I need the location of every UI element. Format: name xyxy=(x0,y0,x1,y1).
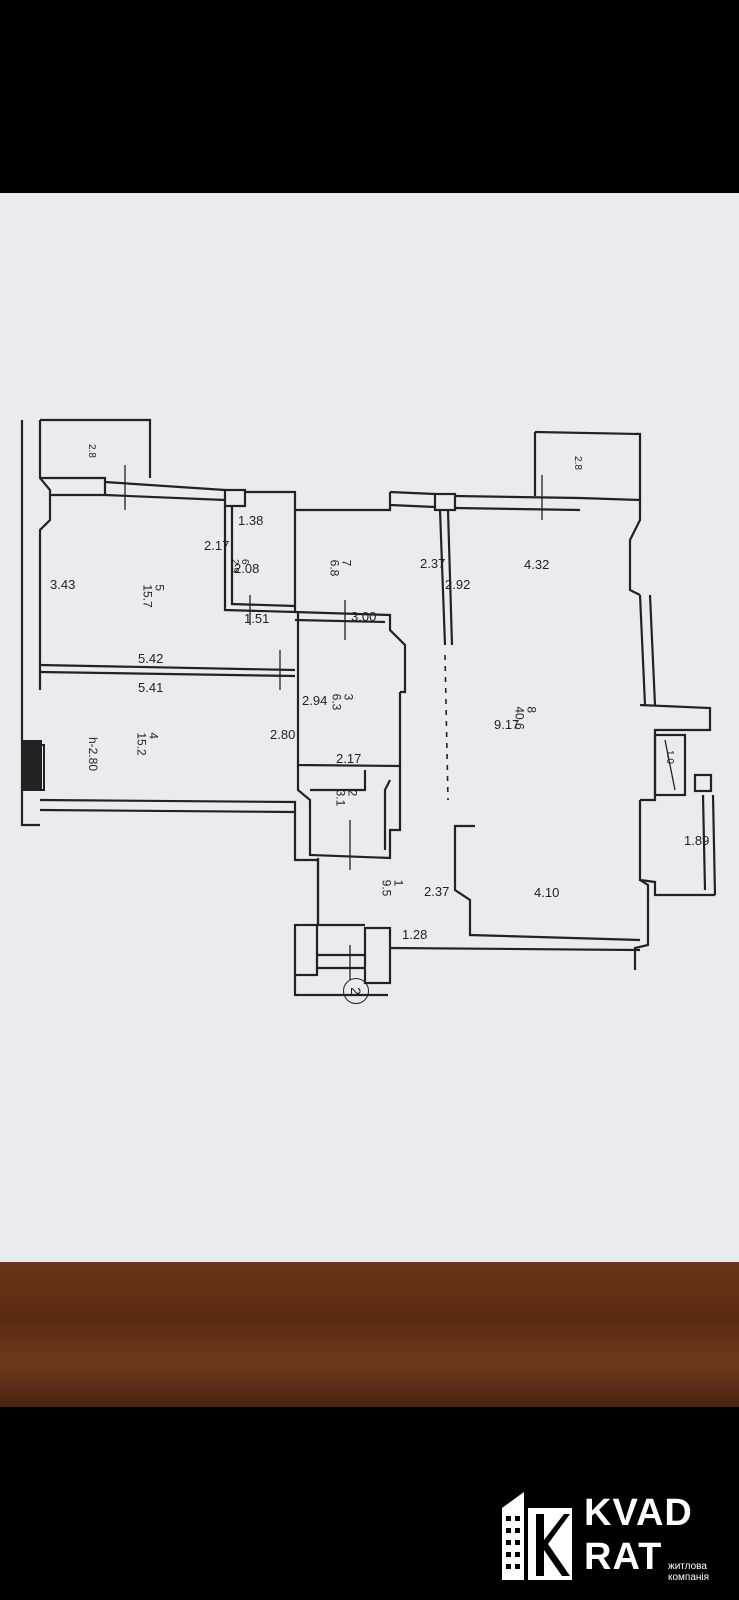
ceiling-height-label: h-2.80 xyxy=(86,736,101,772)
dimension-label: 3.43 xyxy=(50,577,76,592)
balcony-label: 2.8 xyxy=(85,444,97,458)
dimension-label: 2.37 xyxy=(424,884,450,899)
wooden-table xyxy=(0,1262,739,1407)
dimension-label: 2.17 xyxy=(336,751,362,766)
section-marker: 2 xyxy=(343,978,369,1004)
dimension-label: 3.00 xyxy=(351,609,377,624)
dimension-label: 9.17 xyxy=(494,717,520,732)
balcony-label: 1.0 xyxy=(663,750,675,764)
dimension-label: 1.28 xyxy=(402,927,428,942)
dimension-label: 1.89 xyxy=(684,833,710,848)
dimension-label: 5.41 xyxy=(138,680,164,695)
dimension-label: 5.42 xyxy=(138,651,164,666)
dimension-label: 2.17 xyxy=(204,538,230,553)
building-logo-icon xyxy=(502,1492,572,1580)
dimension-label: 1.38 xyxy=(238,513,264,528)
dimension-label: 4.10 xyxy=(534,885,560,900)
dimension-label: 2.80 xyxy=(270,727,296,742)
dimension-label: 2.94 xyxy=(302,693,328,708)
logo-tagline: житлова компанія xyxy=(668,1561,710,1583)
balcony-label: 2.8 xyxy=(571,456,583,470)
dimension-label: 4.32 xyxy=(524,557,550,572)
dimension-label: 2.92 xyxy=(445,577,471,592)
paper-sheet xyxy=(0,193,739,1273)
dimension-label: 2.08 xyxy=(234,561,260,576)
dimension-label: 2.37 xyxy=(420,556,446,571)
logo-text-bottom: RAT xyxy=(584,1536,663,1578)
dimension-label: 1.51 xyxy=(244,611,270,626)
kvadrat-logo: KVAD RAT житлова компанія xyxy=(498,1488,728,1584)
logo-text-top: KVAD xyxy=(584,1492,693,1534)
